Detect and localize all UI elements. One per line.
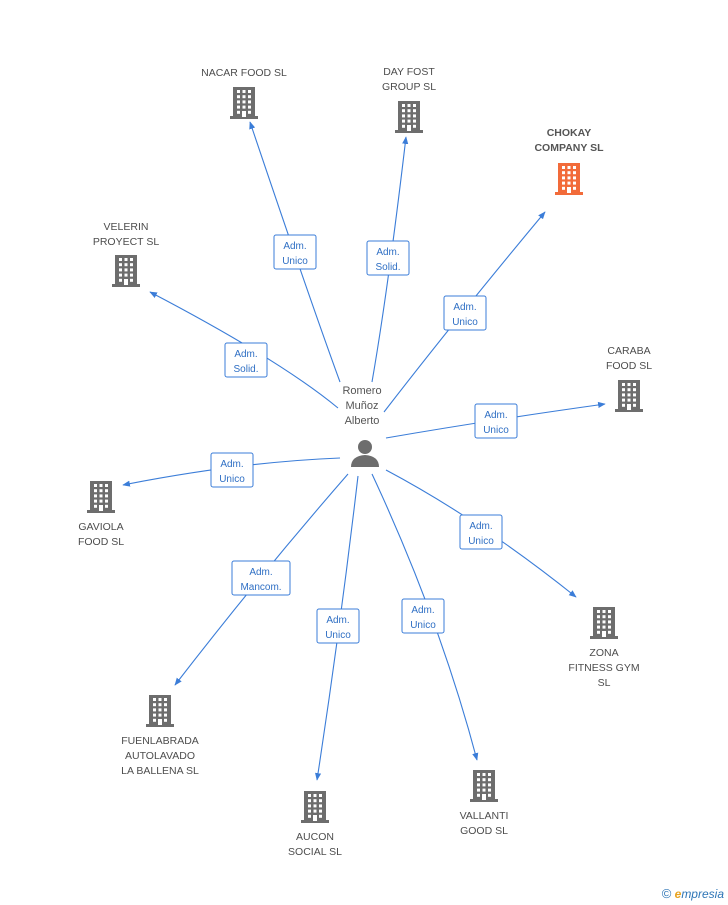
role-label-line: Adm. — [411, 605, 434, 616]
role-label-line: Unico — [410, 620, 436, 631]
company-node-dayfost[interactable]: DAY FOST GROUP SL — [382, 66, 436, 133]
role-label-line: Solid. — [375, 262, 400, 273]
role-label-line: Unico — [468, 536, 494, 547]
person-icon — [351, 440, 379, 467]
building-icon — [555, 163, 583, 195]
company-name-line: FUENLABRADA — [121, 735, 199, 747]
company-name-line: NACAR FOOD SL — [201, 67, 287, 79]
company-name-line: GROUP SL — [382, 81, 436, 93]
building-icon — [395, 101, 423, 133]
company-name-line: CHOKAY — [547, 127, 592, 139]
role-label-line: Unico — [452, 317, 478, 328]
role-label-line: Unico — [219, 474, 245, 485]
building-icon — [112, 255, 140, 287]
company-name-line: SOCIAL SL — [288, 846, 342, 858]
company-node-gaviola[interactable]: GAVIOLA FOOD SL — [78, 481, 124, 548]
role-label-gaviola[interactable]: Adm. Unico — [210, 452, 254, 488]
person-name-line: Romero — [342, 385, 381, 397]
company-name-line: AUTOLAVADO — [125, 750, 195, 762]
company-node-nacar[interactable]: NACAR FOOD SL — [201, 67, 287, 119]
role-label-chokay[interactable]: Adm. Unico — [443, 295, 487, 331]
role-label-line: Adm. — [484, 410, 507, 421]
company-name-line: FOOD SL — [78, 536, 124, 548]
company-name-line: FOOD SL — [606, 360, 652, 372]
company-name-line: VALLANTI — [460, 810, 509, 822]
role-label-line: Adm. — [376, 247, 399, 258]
company-name-line: LA BALLENA SL — [121, 765, 199, 777]
role-label-caraba[interactable]: Adm. Unico — [474, 403, 518, 439]
company-name-line: CARABA — [607, 345, 650, 357]
company-name-line: PROYECT SL — [93, 236, 159, 248]
building-icon — [87, 481, 115, 513]
building-icon — [615, 380, 643, 412]
role-label-line: Adm. — [234, 349, 257, 360]
company-name-line: GAVIOLA — [78, 521, 123, 533]
company-node-chokay[interactable]: CHOKAY COMPANY SL — [534, 127, 604, 195]
role-label-line: Adm. — [453, 302, 476, 313]
role-label-line: Solid. — [233, 364, 258, 375]
role-label-line: Unico — [282, 256, 308, 267]
copyright-icon: © — [661, 886, 672, 901]
company-name-line: COMPANY SL — [534, 142, 604, 154]
role-label-line: Mancom. — [240, 582, 281, 593]
role-label-line: Unico — [483, 425, 509, 436]
person-name-line: Alberto — [345, 415, 380, 427]
role-label-fuenlabrada[interactable]: Adm. Mancom. — [231, 560, 291, 596]
company-name-line: GOOD SL — [460, 825, 508, 837]
brand-name: mpresia — [681, 887, 724, 901]
role-label-aucon[interactable]: Adm. Unico — [316, 608, 360, 644]
company-name-line: FITNESS GYM — [568, 662, 639, 674]
role-label-dayfost[interactable]: Adm. Solid. — [366, 240, 410, 276]
company-node-vallanti[interactable]: VALLANTI GOOD SL — [460, 770, 509, 837]
company-name-line: ZONA — [589, 647, 618, 659]
role-label-vallanti[interactable]: Adm. Unico — [401, 598, 445, 634]
company-node-velerin[interactable]: VELERIN PROYECT SL — [93, 221, 159, 287]
brand-initial: e — [674, 887, 682, 901]
building-icon — [470, 770, 498, 802]
role-label-line: Adm. — [249, 567, 272, 578]
company-node-zona[interactable]: ZONA FITNESS GYM SL — [568, 607, 640, 689]
footer-brand[interactable]: © empresia — [662, 886, 724, 901]
edge-nacar — [249, 121, 341, 383]
company-node-aucon[interactable]: AUCON SOCIAL SL — [288, 791, 342, 858]
company-node-caraba[interactable]: CARABA FOOD SL — [606, 345, 652, 412]
role-label-nacar[interactable]: Adm. Unico — [273, 234, 317, 270]
role-label-line: Adm. — [283, 241, 306, 252]
company-name-line: VELERIN — [104, 221, 149, 233]
building-icon — [301, 791, 329, 823]
role-label-line: Unico — [325, 630, 351, 641]
company-name-line: DAY FOST — [383, 66, 435, 78]
company-node-fuenlabrada[interactable]: FUENLABRADA AUTOLAVADO LA BALLENA SL — [121, 695, 199, 777]
company-name-line: AUCON — [296, 831, 334, 843]
building-icon — [146, 695, 174, 727]
role-label-zona[interactable]: Adm. Unico — [459, 514, 503, 550]
company-name-line: SL — [598, 677, 611, 689]
role-label-velerin[interactable]: Adm. Solid. — [224, 342, 268, 378]
role-label-line: Adm. — [469, 521, 492, 532]
building-icon — [590, 607, 618, 639]
person-name-line: Muñoz — [345, 400, 378, 412]
role-label-line: Adm. — [220, 459, 243, 470]
building-icon — [230, 87, 258, 119]
role-label-line: Adm. — [326, 615, 349, 626]
